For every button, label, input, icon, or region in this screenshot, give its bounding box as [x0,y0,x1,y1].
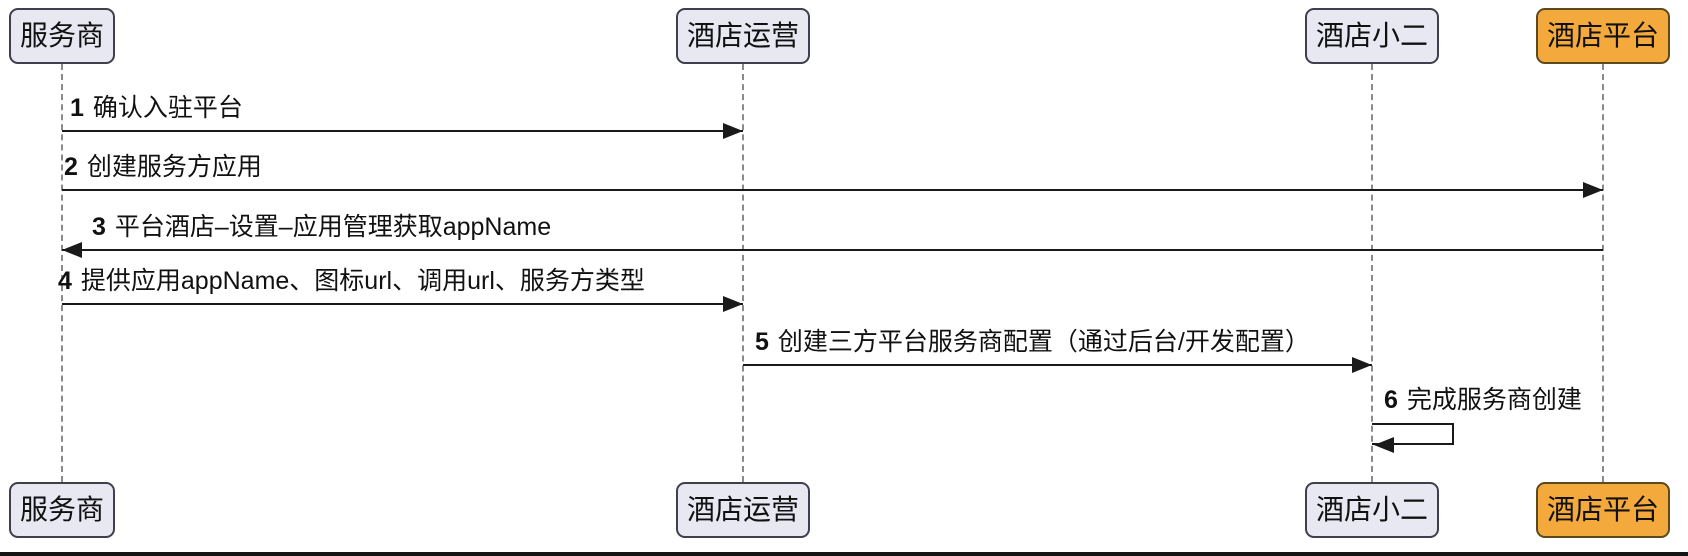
message-5-arrowhead-icon [1352,357,1372,373]
lifeline-hotel-xiaoer [1371,64,1373,482]
message-5-label: 5 创建三方平台服务商配置（通过后台/开发配置） [755,328,1310,356]
actor-hotel-platform-top: 酒店平台 [1536,8,1670,64]
message-6-self-loop-line [1372,423,1454,445]
message-6-number: 6 [1384,386,1398,414]
message-6-text: 完成服务商创建 [1406,386,1582,414]
message-4-arrow-line [62,303,743,305]
lifeline-hotel-platform [1602,64,1604,482]
message-2-arrowhead-icon [1583,182,1603,198]
message-1-text: 确认入驻平台 [92,94,243,122]
actor-hotel-xiaoer-bottom: 酒店小二 [1305,482,1439,538]
lifeline-service-provider [61,64,63,482]
message-2-arrow-line [62,189,1603,191]
message-2-text: 创建服务方应用 [86,153,262,181]
message-2-number: 2 [64,153,78,181]
message-5-arrow-line [743,364,1372,366]
actor-hotel-platform-bottom: 酒店平台 [1536,482,1670,538]
message-3-text: 平台酒店–设置–应用管理获取appName [114,213,552,241]
actor-service-provider-top: 服务商 [9,8,115,64]
message-1-arrow-line [62,130,743,132]
message-4-label: 4 提供应用appName、图标url、调用url、服务方类型 [58,267,645,295]
message-4-arrowhead-icon [723,296,743,312]
message-6-arrowhead-icon [1374,437,1394,453]
message-5-number: 5 [755,328,769,356]
actor-hotel-xiaoer-top: 酒店小二 [1305,8,1439,64]
message-3-arrowhead-icon [62,242,82,258]
message-3-label: 3 平台酒店–设置–应用管理获取appName [92,213,551,241]
message-1-arrowhead-icon [723,123,743,139]
actor-hotel-operations-bottom: 酒店运营 [676,482,810,538]
lifeline-hotel-operations [742,64,744,482]
actor-hotel-operations-top: 酒店运营 [676,8,810,64]
message-6-label: 6 完成服务商创建 [1384,386,1582,414]
actor-service-provider-bottom: 服务商 [9,482,115,538]
message-4-number: 4 [58,267,72,295]
message-5-text: 创建三方平台服务商配置（通过后台/开发配置） [777,328,1310,356]
message-3-arrow-line [62,249,1603,251]
message-4-text: 提供应用appName、图标url、调用url、服务方类型 [80,267,645,295]
message-2-label: 2 创建服务方应用 [64,153,262,181]
message-1-number: 1 [70,94,84,122]
message-1-label: 1 确认入驻平台 [70,94,243,122]
message-3-number: 3 [92,213,106,241]
